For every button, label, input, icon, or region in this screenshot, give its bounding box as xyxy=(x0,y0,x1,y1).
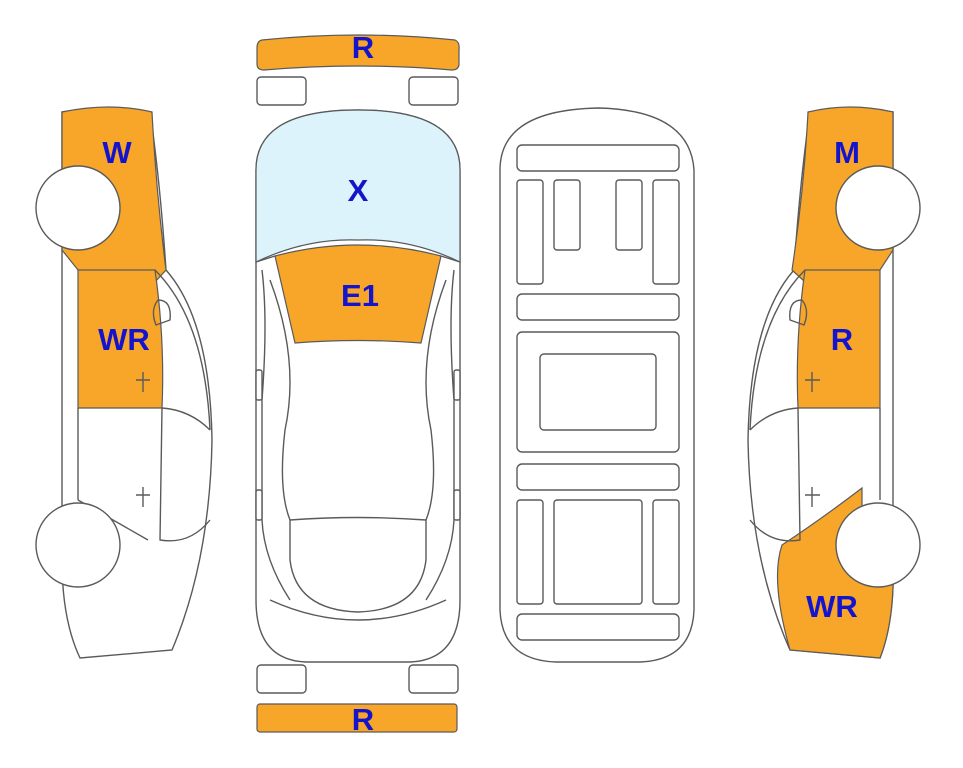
left-rear-wheel xyxy=(35,502,121,588)
underside-rear-rail-right xyxy=(652,499,680,605)
front-left-light xyxy=(256,76,307,106)
right-rear-quarter-label: WR xyxy=(806,589,858,624)
right-front-wheel xyxy=(835,165,921,251)
top-view: R X E1 R xyxy=(255,30,461,737)
right-front-door-panel[interactable] xyxy=(796,269,881,409)
underside-front-plate xyxy=(516,144,680,172)
windshield-panel[interactable] xyxy=(255,109,461,263)
left-mirror-side xyxy=(152,299,171,326)
front-bumper-panel[interactable] xyxy=(256,34,460,71)
right-front-door-label: R xyxy=(831,322,853,357)
left-rear-handle-side xyxy=(136,487,150,507)
right-front-fender-label: M xyxy=(834,135,860,170)
left-front-door-panel[interactable] xyxy=(77,269,164,409)
underside-rear-rail-left xyxy=(516,499,544,605)
right-front-handle xyxy=(805,372,820,392)
left-mirror xyxy=(255,369,263,401)
left-front-wheel xyxy=(35,165,121,251)
underside-block-1 xyxy=(553,179,581,251)
left-front-door-label: WR xyxy=(98,322,150,357)
left-front-fender-label: W xyxy=(102,135,132,170)
right-rear-handle-side xyxy=(805,487,820,507)
rear-right-light xyxy=(408,664,459,694)
underside-crossmember-2 xyxy=(516,463,680,491)
front-right-light xyxy=(408,76,459,106)
right-side-view: M R WR xyxy=(747,106,921,659)
left-rear-handle xyxy=(255,489,263,521)
right-rear-quarter-panel[interactable] xyxy=(776,486,894,659)
front-bumper-label: R xyxy=(352,30,374,65)
underside-rail-left xyxy=(516,179,544,285)
underside-rear-plate xyxy=(516,613,680,641)
left-side-view: W WR xyxy=(35,106,213,659)
underside-rail-right xyxy=(652,179,680,285)
underside-center-panel xyxy=(539,353,657,431)
windshield-label: X xyxy=(348,173,369,208)
rear-bumper-panel[interactable] xyxy=(256,703,458,733)
rear-bumper-label: R xyxy=(352,702,374,737)
rear-left-light xyxy=(256,664,307,694)
underside-crossmember-1 xyxy=(516,293,680,321)
right-mirror-side xyxy=(789,299,808,326)
underside-block-2 xyxy=(615,179,643,251)
right-rear-wheel xyxy=(835,502,921,588)
hood-label: E1 xyxy=(341,278,379,313)
underside-rear-panel xyxy=(553,499,643,605)
right-rear-handle xyxy=(453,489,461,521)
rear-window xyxy=(289,516,427,613)
underside-view xyxy=(499,107,695,663)
left-front-handle xyxy=(136,372,150,392)
right-mirror xyxy=(453,369,461,401)
